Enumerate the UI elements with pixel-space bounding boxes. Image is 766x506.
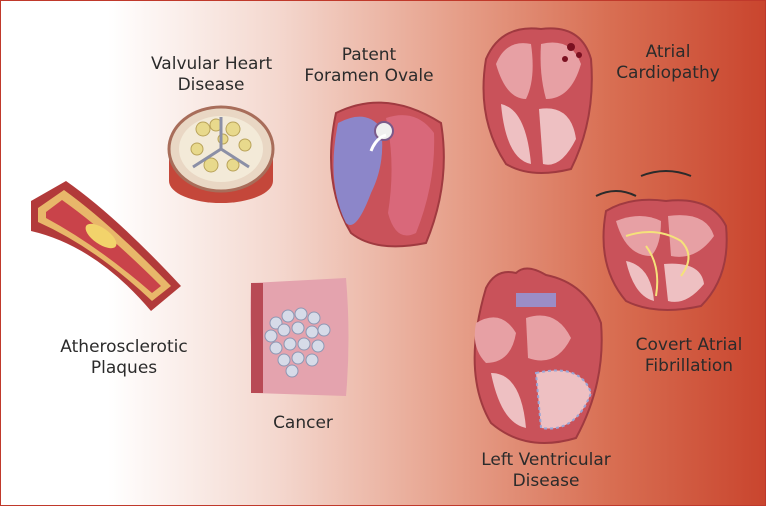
artery-plaque-illustration <box>26 176 186 316</box>
cancer-cells-illustration <box>246 278 351 398</box>
label-line: Left Ventricular <box>471 450 621 471</box>
label-line: Disease <box>151 75 271 96</box>
label-patent-foramen-ovale: Patent Foramen Ovale <box>299 45 439 87</box>
label-line: Valvular Heart <box>151 54 271 75</box>
label-atherosclerotic-plaques: Atherosclerotic Plaques <box>49 337 199 379</box>
label-line: Covert Atrial <box>624 335 754 356</box>
label-line: Plaques <box>49 358 199 379</box>
label-line: Cardiopathy <box>613 63 723 84</box>
label-covert-atrial-fibrillation: Covert Atrial Fibrillation <box>624 335 754 377</box>
label-atrial-cardiopathy: Atrial Cardiopathy <box>613 42 723 84</box>
label-line: Atherosclerotic <box>49 337 199 358</box>
label-line: Atrial <box>613 42 723 63</box>
label-cancer: Cancer <box>253 413 353 434</box>
label-line: Patent <box>299 45 439 66</box>
lv-heart-illustration <box>456 263 616 448</box>
label-left-ventricular-disease: Left Ventricular Disease <box>471 450 621 492</box>
label-line: Disease <box>471 471 621 492</box>
pfo-heart-illustration <box>316 93 451 253</box>
label-line: Cancer <box>253 413 353 434</box>
label-line: Fibrillation <box>624 356 754 377</box>
label-line: Foramen Ovale <box>299 66 439 87</box>
atrial-cardiopathy-heart-illustration <box>471 19 601 179</box>
label-valvular-heart-disease: Valvular Heart Disease <box>151 54 271 96</box>
